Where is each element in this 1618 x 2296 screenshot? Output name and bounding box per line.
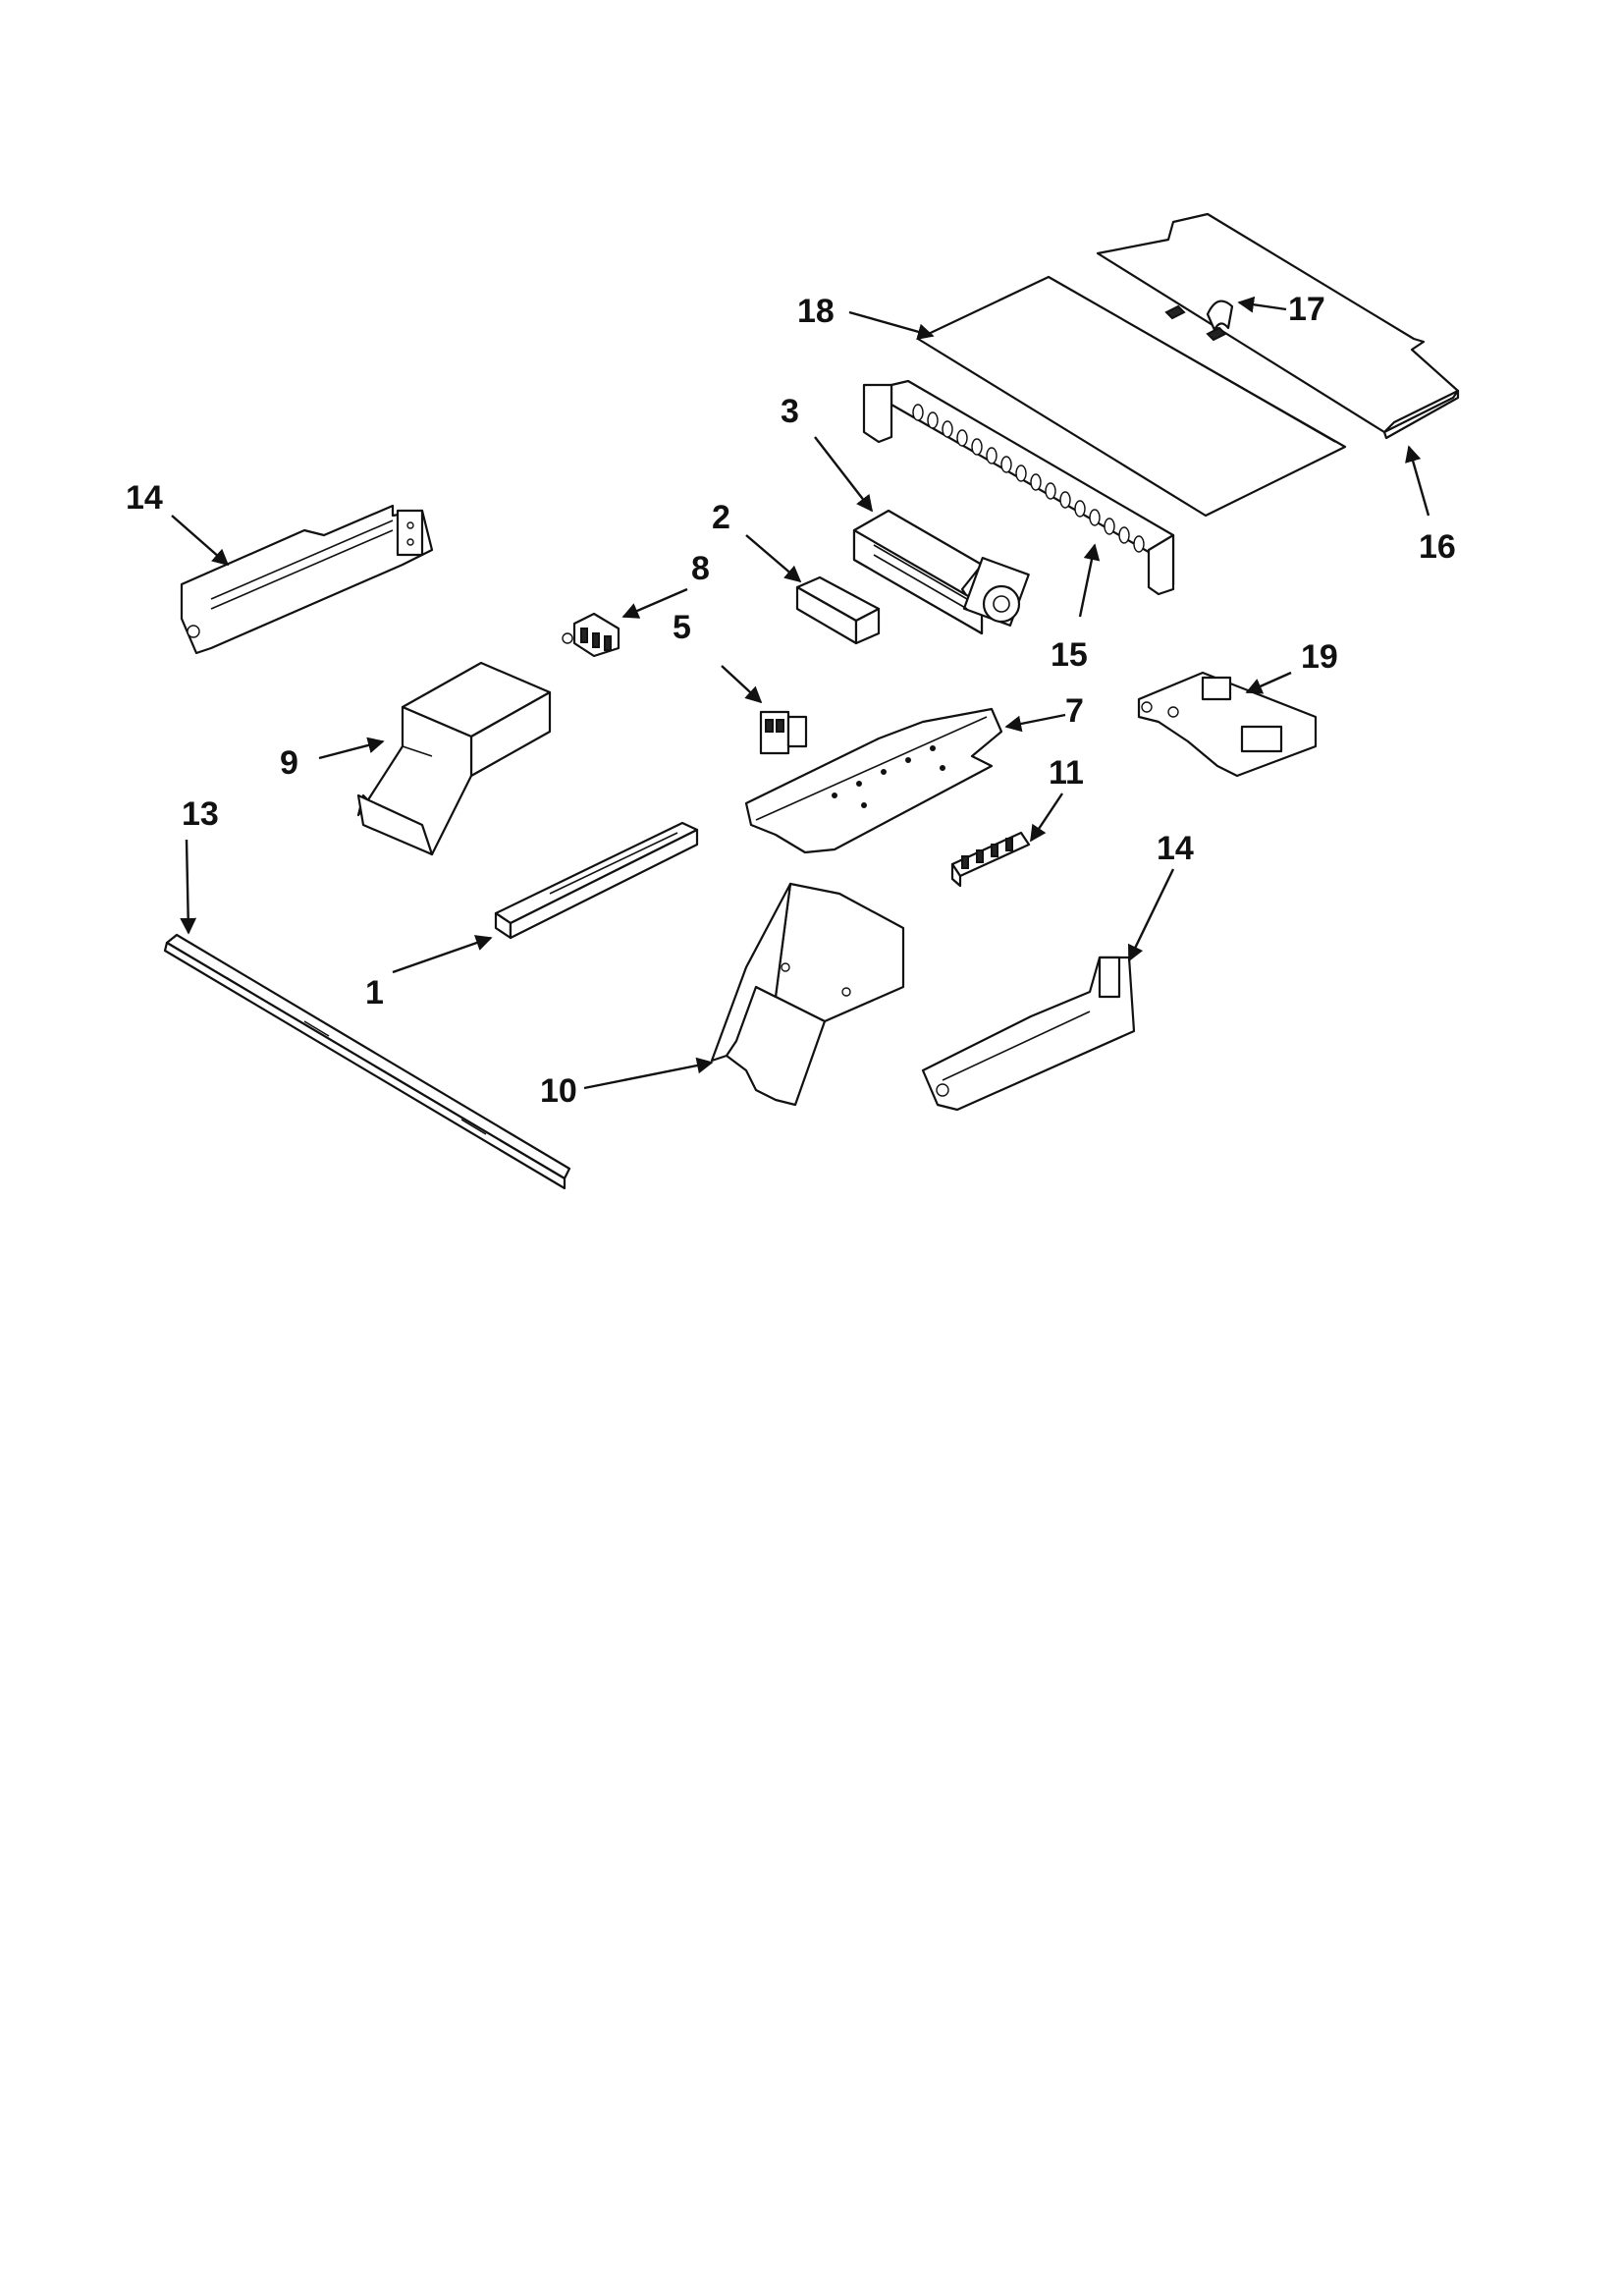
callout-16: 16 xyxy=(1419,528,1456,566)
leader-7 xyxy=(1004,713,1066,733)
callout-11: 11 xyxy=(1049,754,1084,792)
part-16-rear-panel xyxy=(1096,212,1460,440)
callout-14-lower: 14 xyxy=(1157,830,1194,867)
leader-lines xyxy=(171,296,1430,1090)
part-2-block xyxy=(795,575,881,645)
part-11-terminal-strip xyxy=(950,831,1031,888)
part-17-clip xyxy=(1164,300,1234,342)
callout-10: 10 xyxy=(540,1072,577,1110)
leader-10 xyxy=(583,1057,714,1090)
callout-labels: 18 17 16 3 2 15 14 8 5 7 19 9 11 13 1 14… xyxy=(126,291,1456,1110)
part-5-switch xyxy=(759,710,808,755)
leader-14a xyxy=(171,515,230,567)
leader-18 xyxy=(848,310,935,340)
part-14-side-bracket-left xyxy=(180,504,434,655)
vent-slots xyxy=(912,404,1145,553)
part-1-bar xyxy=(494,821,699,940)
part-9-duct xyxy=(356,661,552,856)
callout-5: 5 xyxy=(673,609,691,646)
callout-14-upper: 14 xyxy=(126,479,163,517)
leader-5 xyxy=(721,665,763,704)
part-14-side-bracket-right xyxy=(921,956,1136,1112)
part-19-bracket xyxy=(1137,671,1318,778)
callout-3: 3 xyxy=(781,393,799,430)
callout-19: 19 xyxy=(1301,638,1338,676)
leader-15 xyxy=(1078,543,1101,618)
leader-14b xyxy=(1127,868,1175,962)
part-3-motor-assembly xyxy=(852,509,1030,635)
callout-8: 8 xyxy=(691,550,710,587)
callout-17: 17 xyxy=(1288,291,1325,328)
callout-18: 18 xyxy=(797,293,835,330)
leader-11 xyxy=(1030,793,1063,843)
callout-15: 15 xyxy=(1051,636,1088,674)
leader-1 xyxy=(392,935,493,974)
leader-17 xyxy=(1237,296,1287,313)
leader-8 xyxy=(621,587,688,619)
part-8-terminal xyxy=(562,612,620,658)
leader-9 xyxy=(318,737,385,760)
leader-13 xyxy=(180,839,197,935)
callout-2: 2 xyxy=(712,499,730,536)
callout-1: 1 xyxy=(365,974,384,1011)
part-7-mounting-plate xyxy=(744,707,1003,854)
part-15-vent-rail xyxy=(862,379,1175,596)
leader-2 xyxy=(745,534,802,583)
callout-13: 13 xyxy=(182,795,219,833)
callout-9: 9 xyxy=(280,744,298,782)
callout-7: 7 xyxy=(1065,692,1084,730)
part-18-top-panel xyxy=(916,275,1347,518)
part-13-long-rail xyxy=(163,933,571,1190)
leader-3 xyxy=(814,436,874,513)
leader-16 xyxy=(1405,445,1430,517)
leader-19 xyxy=(1245,671,1292,694)
part-10-lower-duct xyxy=(710,882,905,1107)
